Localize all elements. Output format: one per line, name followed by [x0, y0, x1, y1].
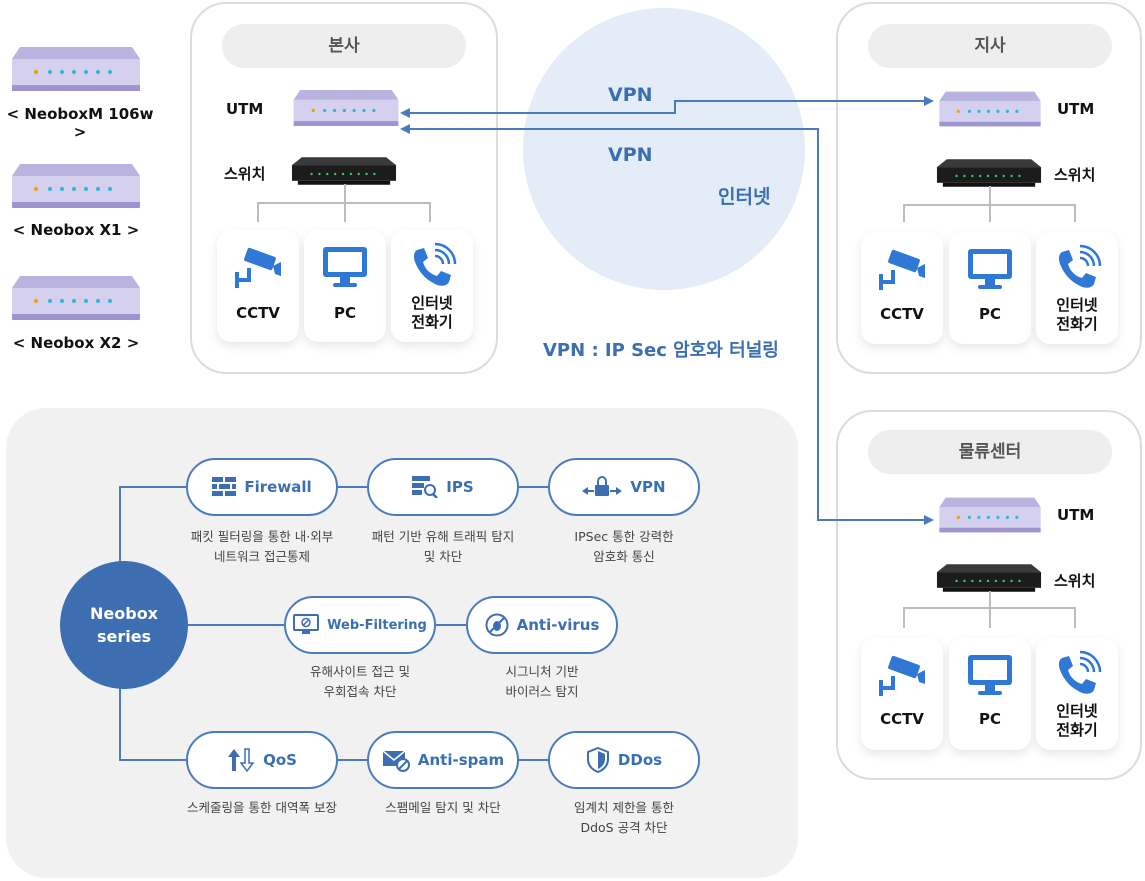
pc-monitor-icon: [320, 242, 370, 292]
feature-web-filtering-desc: 유해사이트 접근 및 우회접속 차단: [310, 664, 410, 699]
vpn-tunnel-label-top: VPN: [608, 84, 653, 106]
logistics-site-title: 물류센터: [868, 430, 1112, 474]
hq-utm-label: UTM: [226, 100, 264, 118]
branch-pc-label: PC: [978, 305, 1001, 323]
cctv-icon: [233, 242, 283, 292]
feature-anti-spam-desc: 스팸메일 탐지 및 차단: [385, 800, 501, 815]
hq-phone-card: 인터넷 전화기: [391, 230, 473, 342]
branch-cctv-card: CCTV: [861, 232, 943, 344]
hq-cctv-card: CCTV: [217, 230, 299, 342]
logistics-phone-label-1: 인터넷: [1056, 702, 1098, 720]
neobox-x1-device-image: [10, 162, 142, 210]
branch-phone-card: 인터넷 전화기: [1036, 232, 1118, 344]
feature-web-filtering-label: Web-Filtering: [327, 617, 427, 633]
feature-firewall: Firewall: [186, 458, 338, 516]
feature-ddos-label: DDos: [617, 751, 663, 769]
product-label-neoboxm106w: < NeoboxM 106w >: [6, 105, 154, 141]
feature-anti-spam-label: Anti-spam: [417, 751, 505, 769]
logistics-pc-label: PC: [978, 710, 1001, 728]
feature-anti-virus-label: Anti-virus: [516, 616, 600, 634]
branch-switch-device: [935, 158, 1043, 188]
branch-pc-card: PC: [949, 232, 1031, 344]
logistics-switch-device: [935, 563, 1043, 593]
branch-cctv-label: CCTV: [880, 305, 924, 323]
bug-block-icon: [485, 613, 509, 637]
logistics-pc-card: PC: [949, 638, 1031, 750]
product-label-neobox-x1: < Neobox X1 >: [12, 221, 140, 239]
feature-qos-desc: 스케줄링을 통한 대역폭 보장: [187, 800, 337, 815]
internet-label: 인터넷: [718, 186, 771, 208]
hq-utm-device: [292, 88, 400, 128]
feature-ips-label: IPS: [446, 478, 474, 496]
logistics-phone-label-2: 전화기: [1056, 721, 1098, 739]
hub-label-2: series: [96, 627, 152, 646]
feature-ips-desc: 패턴 기반 유해 트래픽 탐지 및 차단: [371, 529, 515, 564]
hq-phone-label-2: 전화기: [411, 313, 453, 331]
branch-site-title: 지사: [868, 24, 1112, 68]
feature-qos-label: QoS: [263, 751, 297, 769]
cctv-icon: [877, 244, 927, 294]
neobox-x2-device-image: [10, 274, 142, 322]
mail-block-icon: [382, 750, 410, 772]
vpn-tunnel-label-bottom: VPN: [608, 144, 653, 166]
phone-ringing-icon: [1052, 650, 1102, 700]
logistics-utm-label: UTM: [1057, 506, 1095, 524]
phone-ringing-icon: [1052, 244, 1102, 294]
feature-anti-spam: Anti-spam: [367, 731, 519, 789]
feature-ddos: DDos: [548, 731, 700, 789]
branch-phone-label-1: 인터넷: [1056, 296, 1098, 314]
hq-switch-label: 스위치: [224, 165, 266, 183]
hq-phone-label-1: 인터넷: [411, 294, 453, 312]
feature-firewall-label: Firewall: [244, 478, 312, 496]
internet-cloud: [523, 8, 805, 290]
hq-cctv-label: CCTV: [236, 304, 280, 322]
brick-wall-icon: [212, 477, 237, 496]
logistics-cctv-card: CCTV: [861, 638, 943, 750]
hq-pc-label: PC: [333, 304, 356, 322]
server-search-icon: [412, 476, 439, 498]
feature-vpn: VPN: [548, 458, 700, 516]
hq-site-title: 본사: [222, 24, 466, 68]
feature-vpn-desc: IPSec 통한 강력한 암호화 통신: [574, 529, 674, 564]
branch-utm-device: [936, 90, 1044, 128]
feature-web-filtering: Web-Filtering: [284, 596, 436, 654]
monitor-block-icon: [293, 614, 320, 634]
vpn-caption: VPN : IP Sec 암호와 터널링: [543, 340, 779, 361]
neobox-m106w-device-image: [10, 45, 142, 93]
feature-anti-virus-desc: 시그니처 기반 바이러스 탐지: [505, 664, 579, 699]
logistics-phone-card: 인터넷 전화기: [1036, 638, 1118, 750]
hub-label-1: Neobox: [90, 604, 158, 623]
cctv-icon: [877, 650, 927, 700]
phone-ringing-icon: [407, 242, 457, 292]
branch-switch-label: 스위치: [1054, 166, 1096, 184]
feature-firewall-desc: 패킷 필터링을 통한 내·외부 네트워크 접근통제: [190, 529, 334, 564]
pc-monitor-icon: [965, 244, 1015, 294]
neobox-series-hub: Neobox series: [60, 561, 188, 689]
shield-icon: [586, 747, 609, 773]
branch-phone-label-2: 전화기: [1056, 315, 1098, 333]
feature-vpn-label: VPN: [630, 478, 666, 496]
hq-switch-device: [290, 156, 398, 186]
logistics-utm-device: [936, 496, 1044, 534]
feature-anti-virus: Anti-virus: [466, 596, 618, 654]
branch-utm-label: UTM: [1057, 100, 1095, 118]
hq-pc-card: PC: [304, 230, 386, 342]
feature-ddos-desc: 임계치 제한을 통한 DdoS 공격 차단: [574, 800, 674, 835]
up-down-arrows-icon: [228, 748, 255, 772]
feature-qos: QoS: [186, 731, 338, 789]
logistics-cctv-label: CCTV: [880, 710, 924, 728]
product-label-neobox-x2: < Neobox X2 >: [12, 334, 140, 352]
lock-arrows-icon: [582, 476, 623, 496]
feature-ips: IPS: [367, 458, 519, 516]
logistics-switch-label: 스위치: [1054, 572, 1096, 590]
pc-monitor-icon: [965, 650, 1015, 700]
